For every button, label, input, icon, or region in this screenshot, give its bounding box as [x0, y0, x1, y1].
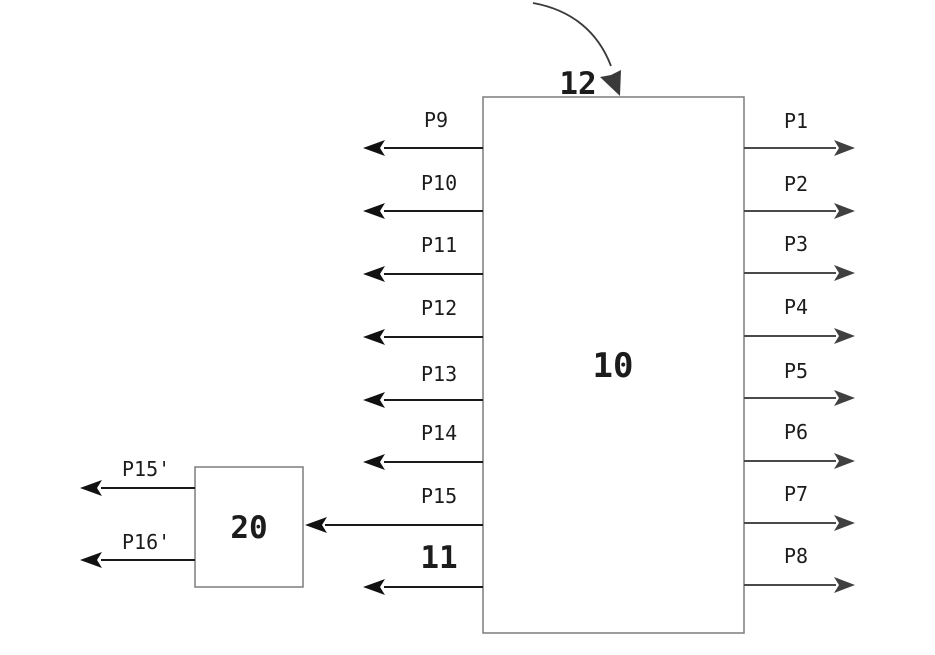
port-label-p8: P8: [784, 544, 808, 568]
port-arrow-right-p1: P1: [744, 109, 855, 156]
bus-arrow-11: 11: [363, 540, 483, 595]
port-arrow-left-p15prime: P15': [80, 457, 195, 496]
arrow-right-icon: [834, 453, 855, 469]
secondary-block: [194, 466, 304, 588]
arrow-right-icon: [834, 328, 855, 344]
port-arrow-left-p9: P9: [363, 108, 483, 156]
port-arrow-right-p4: P4: [744, 295, 855, 344]
port-label-p1: P1: [784, 109, 808, 133]
port-label-p16prime: P16': [122, 530, 170, 554]
arrow-left-icon: [305, 517, 327, 533]
arrow-right-icon: [834, 140, 855, 156]
arrow-right-icon: [834, 203, 855, 219]
port-arrow-left-p11: P11: [363, 233, 483, 282]
port-arrow-right-p7: P7: [744, 482, 855, 531]
port-label-p10: P10: [421, 171, 457, 195]
port-arrow-left-p12: P12: [363, 296, 483, 345]
arrow-left-icon: [363, 329, 385, 345]
port-arrow-right-p6: P6: [744, 420, 855, 469]
arrow-left-icon: [363, 203, 385, 219]
port-arrow-left-p13: P13: [363, 362, 483, 408]
port-label-p6: P6: [784, 420, 808, 444]
port-arrow-left-p16prime: P16': [80, 530, 195, 568]
arrow-left-icon: [363, 392, 385, 408]
arrow-left-icon: [363, 140, 385, 156]
port-label-p9: P9: [424, 108, 448, 132]
port-label-p15prime: P15': [122, 457, 170, 481]
port-label-p2: P2: [784, 172, 808, 196]
pointer-arrow-curve: [532, 2, 612, 67]
arrow-left-icon: [80, 552, 102, 568]
port-label-p7: P7: [784, 482, 808, 506]
arrow-left-icon: [363, 266, 385, 282]
port-arrow-right-p3: P3: [744, 232, 855, 281]
arrow-left-icon: [363, 579, 385, 595]
pointer-label: 12: [559, 66, 596, 102]
secondary-block-label: 20: [230, 510, 267, 546]
arrow-left-icon: [80, 480, 102, 496]
arrow-right-icon: [834, 265, 855, 281]
port-label-p5: P5: [784, 359, 808, 383]
arrow-right-icon: [834, 577, 855, 593]
main-block: [482, 96, 745, 634]
port-label-p15: P15: [421, 484, 457, 508]
port-label-p13: P13: [421, 362, 457, 386]
arrow-right-icon: [834, 515, 855, 531]
port-arrow-right-p2: P2: [744, 172, 855, 219]
port-arrow-left-p14: P14: [363, 421, 483, 470]
port-arrow-left-p10: P10: [363, 171, 483, 219]
arrow-left-icon: [363, 454, 385, 470]
main-block-label: 10: [593, 346, 634, 386]
port-label-p12: P12: [421, 296, 457, 320]
port-label-p4: P4: [784, 295, 808, 319]
bus-label: 11: [420, 540, 457, 576]
port-label-p3: P3: [784, 232, 808, 256]
port-arrow-right-p8: P8: [744, 544, 855, 593]
port-arrow-right-p5: P5: [744, 359, 855, 406]
port-arrow-left-p15: P15: [305, 484, 483, 533]
port-label-p14: P14: [421, 421, 457, 445]
pointer-arrowhead-icon: [600, 70, 621, 96]
arrow-right-icon: [834, 390, 855, 406]
port-label-p11: P11: [421, 233, 457, 257]
